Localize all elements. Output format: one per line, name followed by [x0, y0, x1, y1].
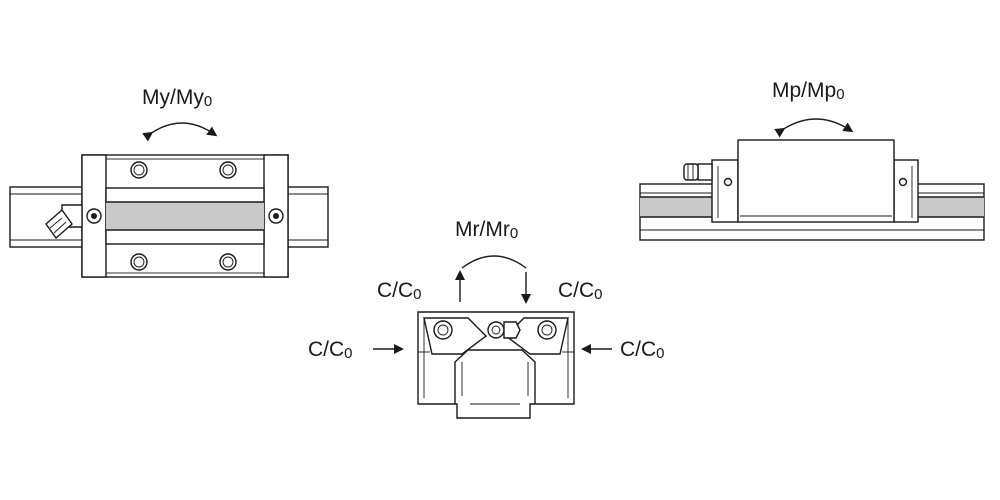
- side-view-block: [639, 139, 985, 241]
- curved-double-arrow-icon: [774, 118, 854, 138]
- block-body-side-view: [737, 139, 895, 223]
- pitch-moment-label: Mp/Mp0: [772, 79, 845, 103]
- front-view-block: [417, 311, 575, 419]
- curved-double-arrow-icon: [461, 255, 527, 269]
- load-label-upper-right: C/C0: [558, 279, 603, 303]
- grease-nipple-icon: [45, 204, 83, 240]
- yaw-moment-label: My/My0: [142, 86, 212, 110]
- curved-double-arrow-icon: [142, 122, 218, 142]
- load-label-upper-left: C/C0: [377, 279, 422, 303]
- top-view-block: [9, 154, 329, 278]
- roll-moment-label: Mr/Mr0: [455, 218, 518, 242]
- load-label-side-left: C/C0: [308, 338, 353, 362]
- grease-nipple-icon: [683, 163, 713, 181]
- bolt-hole-icon: [433, 320, 557, 340]
- block-profile-front-view: [417, 311, 575, 419]
- load-label-side-right: C/C0: [620, 338, 665, 362]
- grease-nipple-icon: [487, 321, 521, 339]
- bolt-hole-icon: [130, 161, 237, 271]
